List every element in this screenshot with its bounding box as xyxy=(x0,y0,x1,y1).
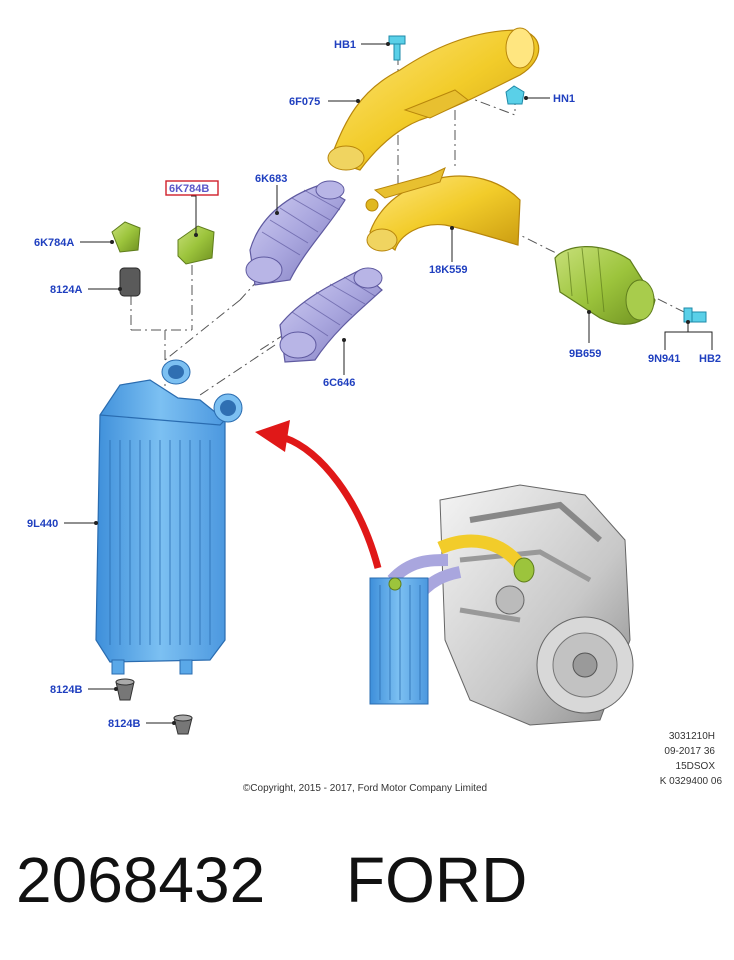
upper-air-duct xyxy=(327,27,540,171)
label-8124b-2: 8124B xyxy=(108,718,140,730)
brand-name: FORD xyxy=(346,844,527,916)
leader-lines xyxy=(64,42,713,725)
label-6k683: 6K683 xyxy=(255,173,287,185)
label-9b659: 9B659 xyxy=(569,348,601,360)
label-8124a: 8124A xyxy=(50,284,82,296)
part-number: 2068432 xyxy=(16,844,265,916)
label-hb2: HB2 xyxy=(699,353,721,365)
label-6c646: 6C646 xyxy=(323,377,355,389)
highlight-box xyxy=(165,180,219,196)
copyright-text: ©Copyright, 2015 - 2017, Ford Motor Comp… xyxy=(243,783,487,794)
nut-hn1-icon xyxy=(505,85,525,105)
engine-assembly-inset xyxy=(369,484,634,726)
hose-6c646 xyxy=(279,267,383,363)
info-line-4: K 0329400 06 xyxy=(660,776,723,787)
label-18k559: 18K559 xyxy=(429,264,468,276)
sensor-9b659 xyxy=(554,246,656,325)
info-block: 3031210H 09-2017 36 15DSOX K 0329400 06 xyxy=(660,731,723,787)
info-line-2: 09-2017 36 xyxy=(664,746,715,757)
lower-air-duct xyxy=(365,167,521,252)
label-6k784b: 6K784B xyxy=(169,183,209,195)
info-line-3: 15DSOX xyxy=(676,761,716,772)
clip-6k784b xyxy=(177,225,215,265)
label-9n941: 9N941 xyxy=(648,353,680,365)
label-6f075: 6F075 xyxy=(289,96,320,108)
label-hn1: HN1 xyxy=(553,93,575,105)
label-8124b: 8124B xyxy=(50,684,82,696)
label-6k784a: 6K784A xyxy=(34,237,74,249)
bolt-9n941-icon xyxy=(683,307,707,323)
grommet-8124b-icon xyxy=(115,678,135,701)
grommet-8124a xyxy=(119,267,141,297)
info-line-1: 3031210H xyxy=(669,731,715,742)
clip-6k784a xyxy=(111,221,141,253)
part-labels: HB1 6F075 HN1 6K784B 6K683 6K784A 8124A … xyxy=(27,39,721,730)
label-hb1: HB1 xyxy=(334,39,356,51)
hose-6k683 xyxy=(245,180,346,286)
intercooler xyxy=(95,359,243,675)
bolt-hb1-icon xyxy=(388,35,406,61)
red-arrow-icon xyxy=(255,420,382,569)
label-9l440: 9L440 xyxy=(27,518,58,530)
grommet-8124b-icon-2 xyxy=(173,714,193,735)
